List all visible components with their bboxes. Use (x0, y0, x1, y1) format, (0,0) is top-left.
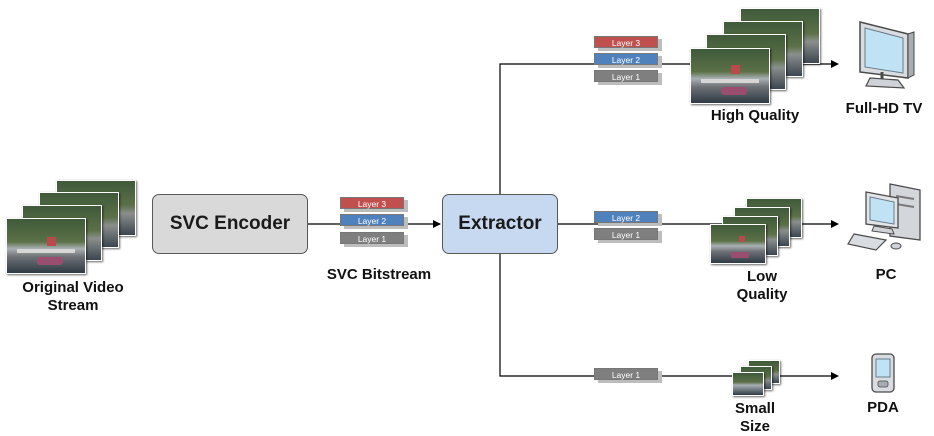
high-quality-frames (690, 8, 820, 104)
extractor-label: Extractor (458, 213, 542, 234)
bitstream-layer-2: Layer 2 (340, 214, 404, 226)
small-layer-1: Layer 1 (594, 368, 658, 380)
full-hd-tv-caption: Full-HD TV (845, 100, 923, 117)
high-quality-caption: High Quality (710, 107, 800, 124)
video-frame-thumbnail (710, 224, 766, 264)
extractor-box: Extractor (442, 194, 558, 254)
extractor-to-small-arrow (499, 254, 839, 380)
svc-encoder-label: SVC Encoder (169, 213, 291, 234)
small-size-frames (732, 360, 780, 396)
bitstream-layer-3: Layer 3 (340, 197, 404, 209)
high-layer-3: Layer 3 (594, 36, 658, 48)
svc-encoder-box: SVC Encoder (152, 194, 308, 254)
video-frame-thumbnail (6, 218, 86, 274)
svc-bitstream-caption: SVC Bitstream (326, 266, 432, 283)
pda-caption: PDA (867, 399, 899, 416)
bitstream-layer-1: Layer 1 (340, 232, 404, 244)
video-frame-thumbnail (690, 48, 770, 104)
pc-caption: PC (875, 266, 897, 283)
desktop-pc-icon (847, 183, 921, 251)
original-video-caption: Original Video Stream (22, 279, 124, 314)
low-layer-2: Layer 2 (594, 211, 658, 223)
low-layer-1: Layer 1 (594, 228, 658, 240)
video-frame-thumbnail (732, 372, 764, 396)
high-layer-2: Layer 2 (594, 53, 658, 65)
small-size-caption: Small Size (734, 400, 776, 435)
high-layer-1: Layer 1 (594, 70, 658, 82)
original-video-frames (6, 180, 140, 276)
low-quality-caption: Low Quality (736, 268, 788, 303)
pda-icon (871, 353, 895, 393)
low-quality-frames (710, 198, 802, 264)
full-hd-tv-icon (859, 21, 915, 89)
